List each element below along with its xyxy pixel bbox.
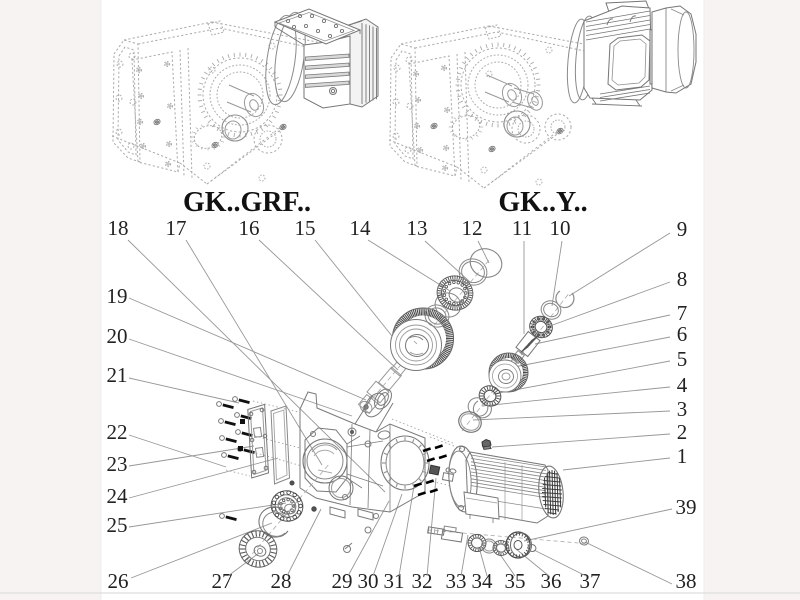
svg-text:38: 38	[676, 569, 697, 593]
svg-text:25: 25	[107, 513, 128, 537]
svg-text:12: 12	[462, 216, 483, 240]
svg-text:24: 24	[107, 484, 129, 508]
svg-text:19: 19	[107, 284, 128, 308]
svg-text:32: 32	[412, 569, 433, 593]
svg-text:39: 39	[676, 495, 697, 519]
svg-text:27: 27	[212, 569, 233, 593]
svg-text:31: 31	[384, 569, 405, 593]
svg-text:15: 15	[295, 216, 316, 240]
svg-text:GK..Y..: GK..Y..	[498, 187, 587, 218]
svg-text:37: 37	[580, 569, 601, 593]
svg-text:5: 5	[677, 347, 688, 371]
svg-text:2: 2	[677, 420, 688, 444]
svg-text:23: 23	[107, 452, 128, 476]
svg-text:3: 3	[677, 397, 688, 421]
svg-text:10: 10	[550, 216, 571, 240]
svg-text:17: 17	[166, 216, 187, 240]
svg-text:28: 28	[271, 569, 292, 593]
svg-text:20: 20	[107, 324, 128, 348]
svg-text:22: 22	[107, 420, 128, 444]
svg-text:34: 34	[472, 569, 494, 593]
svg-text:11: 11	[512, 216, 532, 240]
svg-text:14: 14	[350, 216, 372, 240]
svg-text:16: 16	[239, 216, 260, 240]
svg-text:4: 4	[677, 373, 688, 397]
svg-text:35: 35	[505, 569, 526, 593]
svg-text:30: 30	[358, 569, 379, 593]
svg-text:33: 33	[446, 569, 467, 593]
svg-text:8: 8	[677, 267, 688, 291]
svg-text:26: 26	[108, 569, 129, 593]
svg-text:29: 29	[332, 569, 353, 593]
svg-text:6: 6	[677, 322, 688, 346]
svg-text:21: 21	[107, 363, 128, 387]
svg-text:9: 9	[677, 217, 688, 241]
svg-text:13: 13	[407, 216, 428, 240]
svg-text:1: 1	[677, 444, 688, 468]
svg-text:7: 7	[677, 301, 688, 325]
svg-text:18: 18	[108, 216, 129, 240]
svg-text:36: 36	[541, 569, 562, 593]
svg-text:GK..GRF..: GK..GRF..	[183, 187, 311, 218]
